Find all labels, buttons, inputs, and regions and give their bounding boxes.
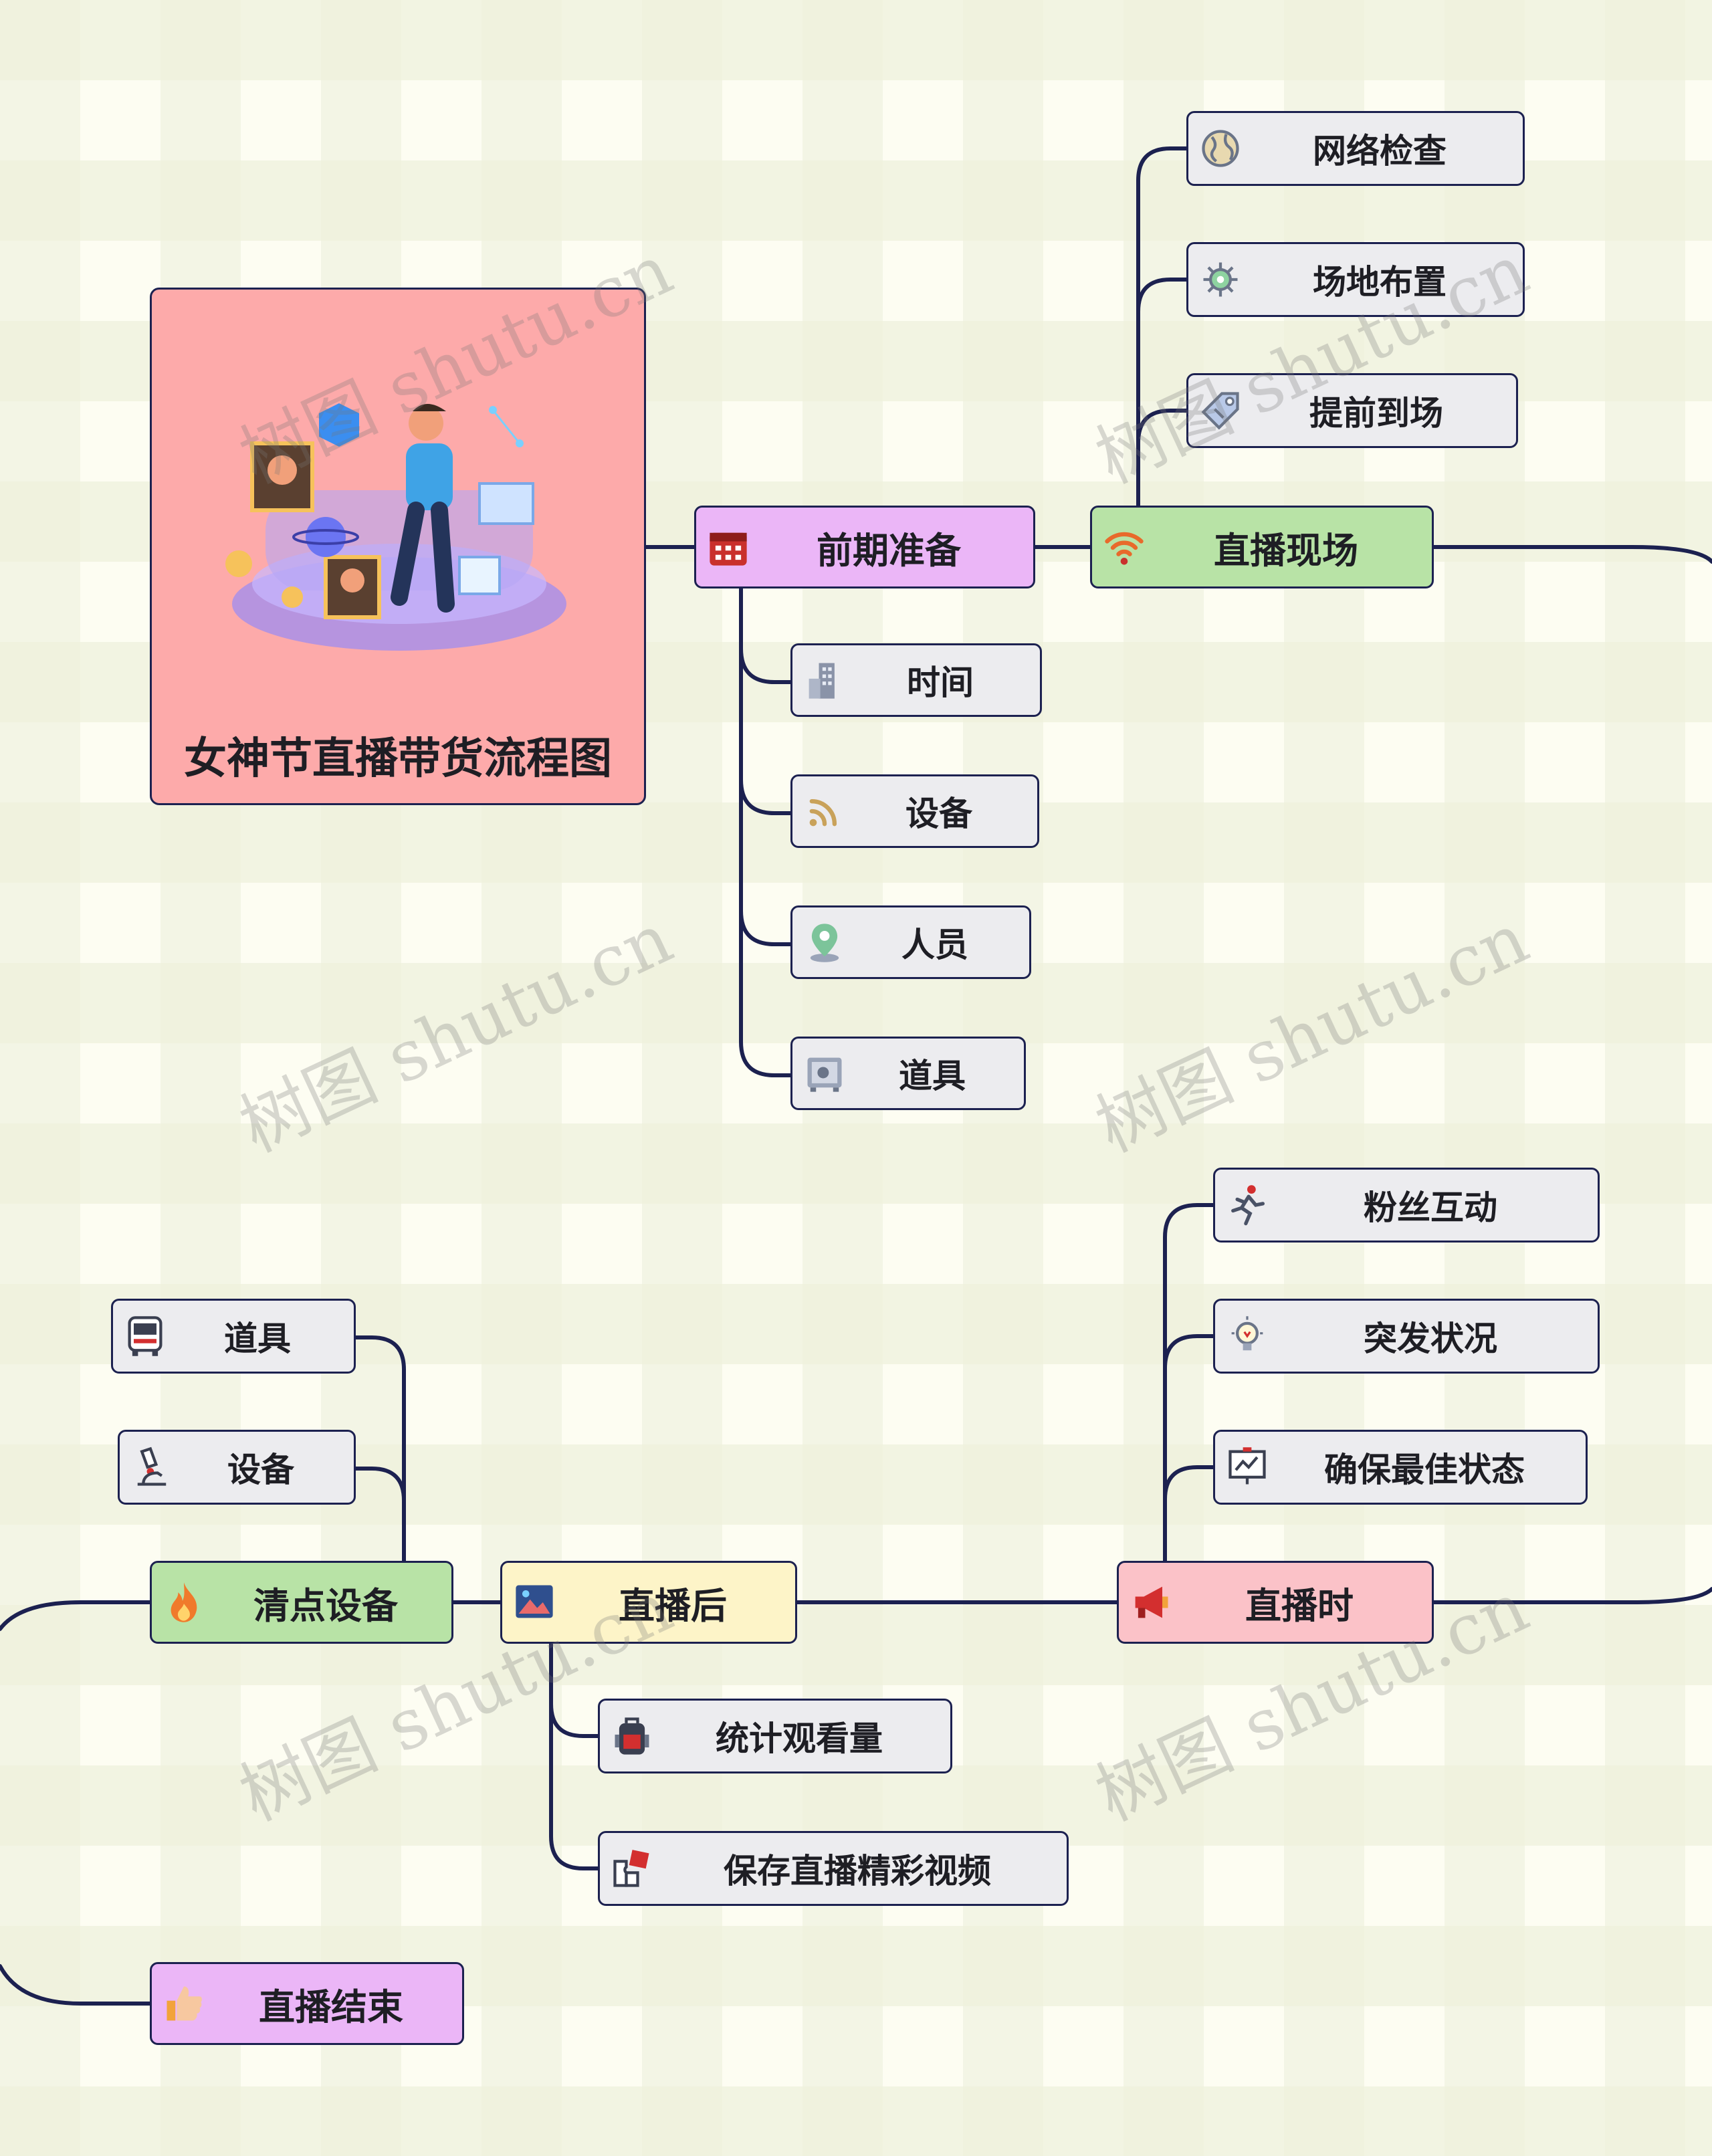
topic-check-equipment[interactable]: 清点设备	[150, 1561, 453, 1644]
tag-icon	[1188, 375, 1253, 446]
root-topic-card[interactable]: 女神节直播带货流程图	[150, 288, 646, 805]
bus-icon	[113, 1301, 177, 1372]
backpack-icon	[600, 1701, 664, 1771]
prep-time[interactable]: 时间	[790, 643, 1042, 717]
topic-check-equipment-label: 清点设备	[253, 1584, 398, 1627]
during-best-label: 确保最佳状态	[1324, 1450, 1525, 1489]
microscope-icon	[120, 1432, 184, 1503]
topic-live-site-label: 直播现场	[1214, 529, 1358, 572]
after-save-label: 保存直播精彩视频	[724, 1852, 991, 1891]
wifi-icon	[1092, 508, 1156, 586]
location-pin-icon	[792, 907, 857, 977]
globe-icon	[1188, 113, 1253, 184]
during-emergency[interactable]: 突发状况	[1213, 1299, 1600, 1374]
fire-icon	[152, 1563, 216, 1642]
virus-gear-icon	[1188, 244, 1253, 315]
site-early[interactable]: 提前到场	[1186, 373, 1518, 448]
topic-during-live[interactable]: 直播时	[1117, 1561, 1434, 1644]
prep-props[interactable]: 道具	[790, 1037, 1026, 1110]
prep-equipment[interactable]: 设备	[790, 774, 1039, 848]
presentation-chart-icon	[1215, 1432, 1279, 1503]
during-fans-label: 粉丝互动	[1364, 1188, 1497, 1227]
site-early-label: 提前到场	[1309, 394, 1443, 433]
topic-after-live[interactable]: 直播后	[500, 1561, 797, 1644]
during-fans[interactable]: 粉丝互动	[1213, 1168, 1600, 1243]
during-best[interactable]: 确保最佳状态	[1213, 1430, 1588, 1505]
calendar-icon	[696, 508, 760, 586]
topic-live-end-label: 直播结束	[259, 1985, 403, 2028]
after-save[interactable]: 保存直播精彩视频	[598, 1831, 1069, 1906]
lightbulb-icon	[1215, 1301, 1279, 1372]
image-gallery-icon	[502, 1563, 566, 1642]
prep-staff-label: 人员	[901, 926, 968, 964]
prep-props-label: 道具	[899, 1057, 966, 1095]
puzzle-icon	[600, 1833, 664, 1904]
root-title: 女神节直播带货流程图	[184, 734, 612, 784]
topic-prep-label: 前期准备	[817, 529, 961, 572]
building-icon	[792, 645, 857, 715]
rss-signal-icon	[792, 776, 857, 846]
after-stats-label: 统计观看量	[716, 1719, 883, 1758]
after-stats[interactable]: 统计观看量	[598, 1699, 952, 1773]
topic-after-live-label: 直播后	[619, 1584, 727, 1627]
thumbs-up-icon	[152, 1964, 216, 2043]
site-layout-label: 场地布置	[1313, 263, 1447, 302]
safe-box-icon	[792, 1039, 857, 1108]
during-emergency-label: 突发状况	[1364, 1319, 1497, 1358]
live-streaming-illustration	[225, 403, 566, 651]
site-network-label: 网络检查	[1313, 132, 1447, 171]
check-equipment-sub[interactable]: 设备	[118, 1430, 356, 1505]
site-layout[interactable]: 场地布置	[1186, 242, 1525, 317]
topic-during-live-label: 直播时	[1245, 1584, 1354, 1627]
site-network[interactable]: 网络检查	[1186, 111, 1525, 186]
prep-staff[interactable]: 人员	[790, 905, 1031, 979]
megaphone-icon	[1119, 1563, 1183, 1642]
running-person-icon	[1215, 1170, 1279, 1241]
prep-equipment-label: 设备	[905, 794, 972, 833]
prep-time-label: 时间	[907, 663, 974, 702]
check-props[interactable]: 道具	[111, 1299, 356, 1374]
topic-prep[interactable]: 前期准备	[694, 506, 1035, 588]
check-props-label: 道具	[224, 1319, 291, 1358]
topic-live-site[interactable]: 直播现场	[1090, 506, 1434, 588]
check-equipment-sub-label: 设备	[227, 1450, 294, 1489]
topic-live-end[interactable]: 直播结束	[150, 1962, 464, 2045]
